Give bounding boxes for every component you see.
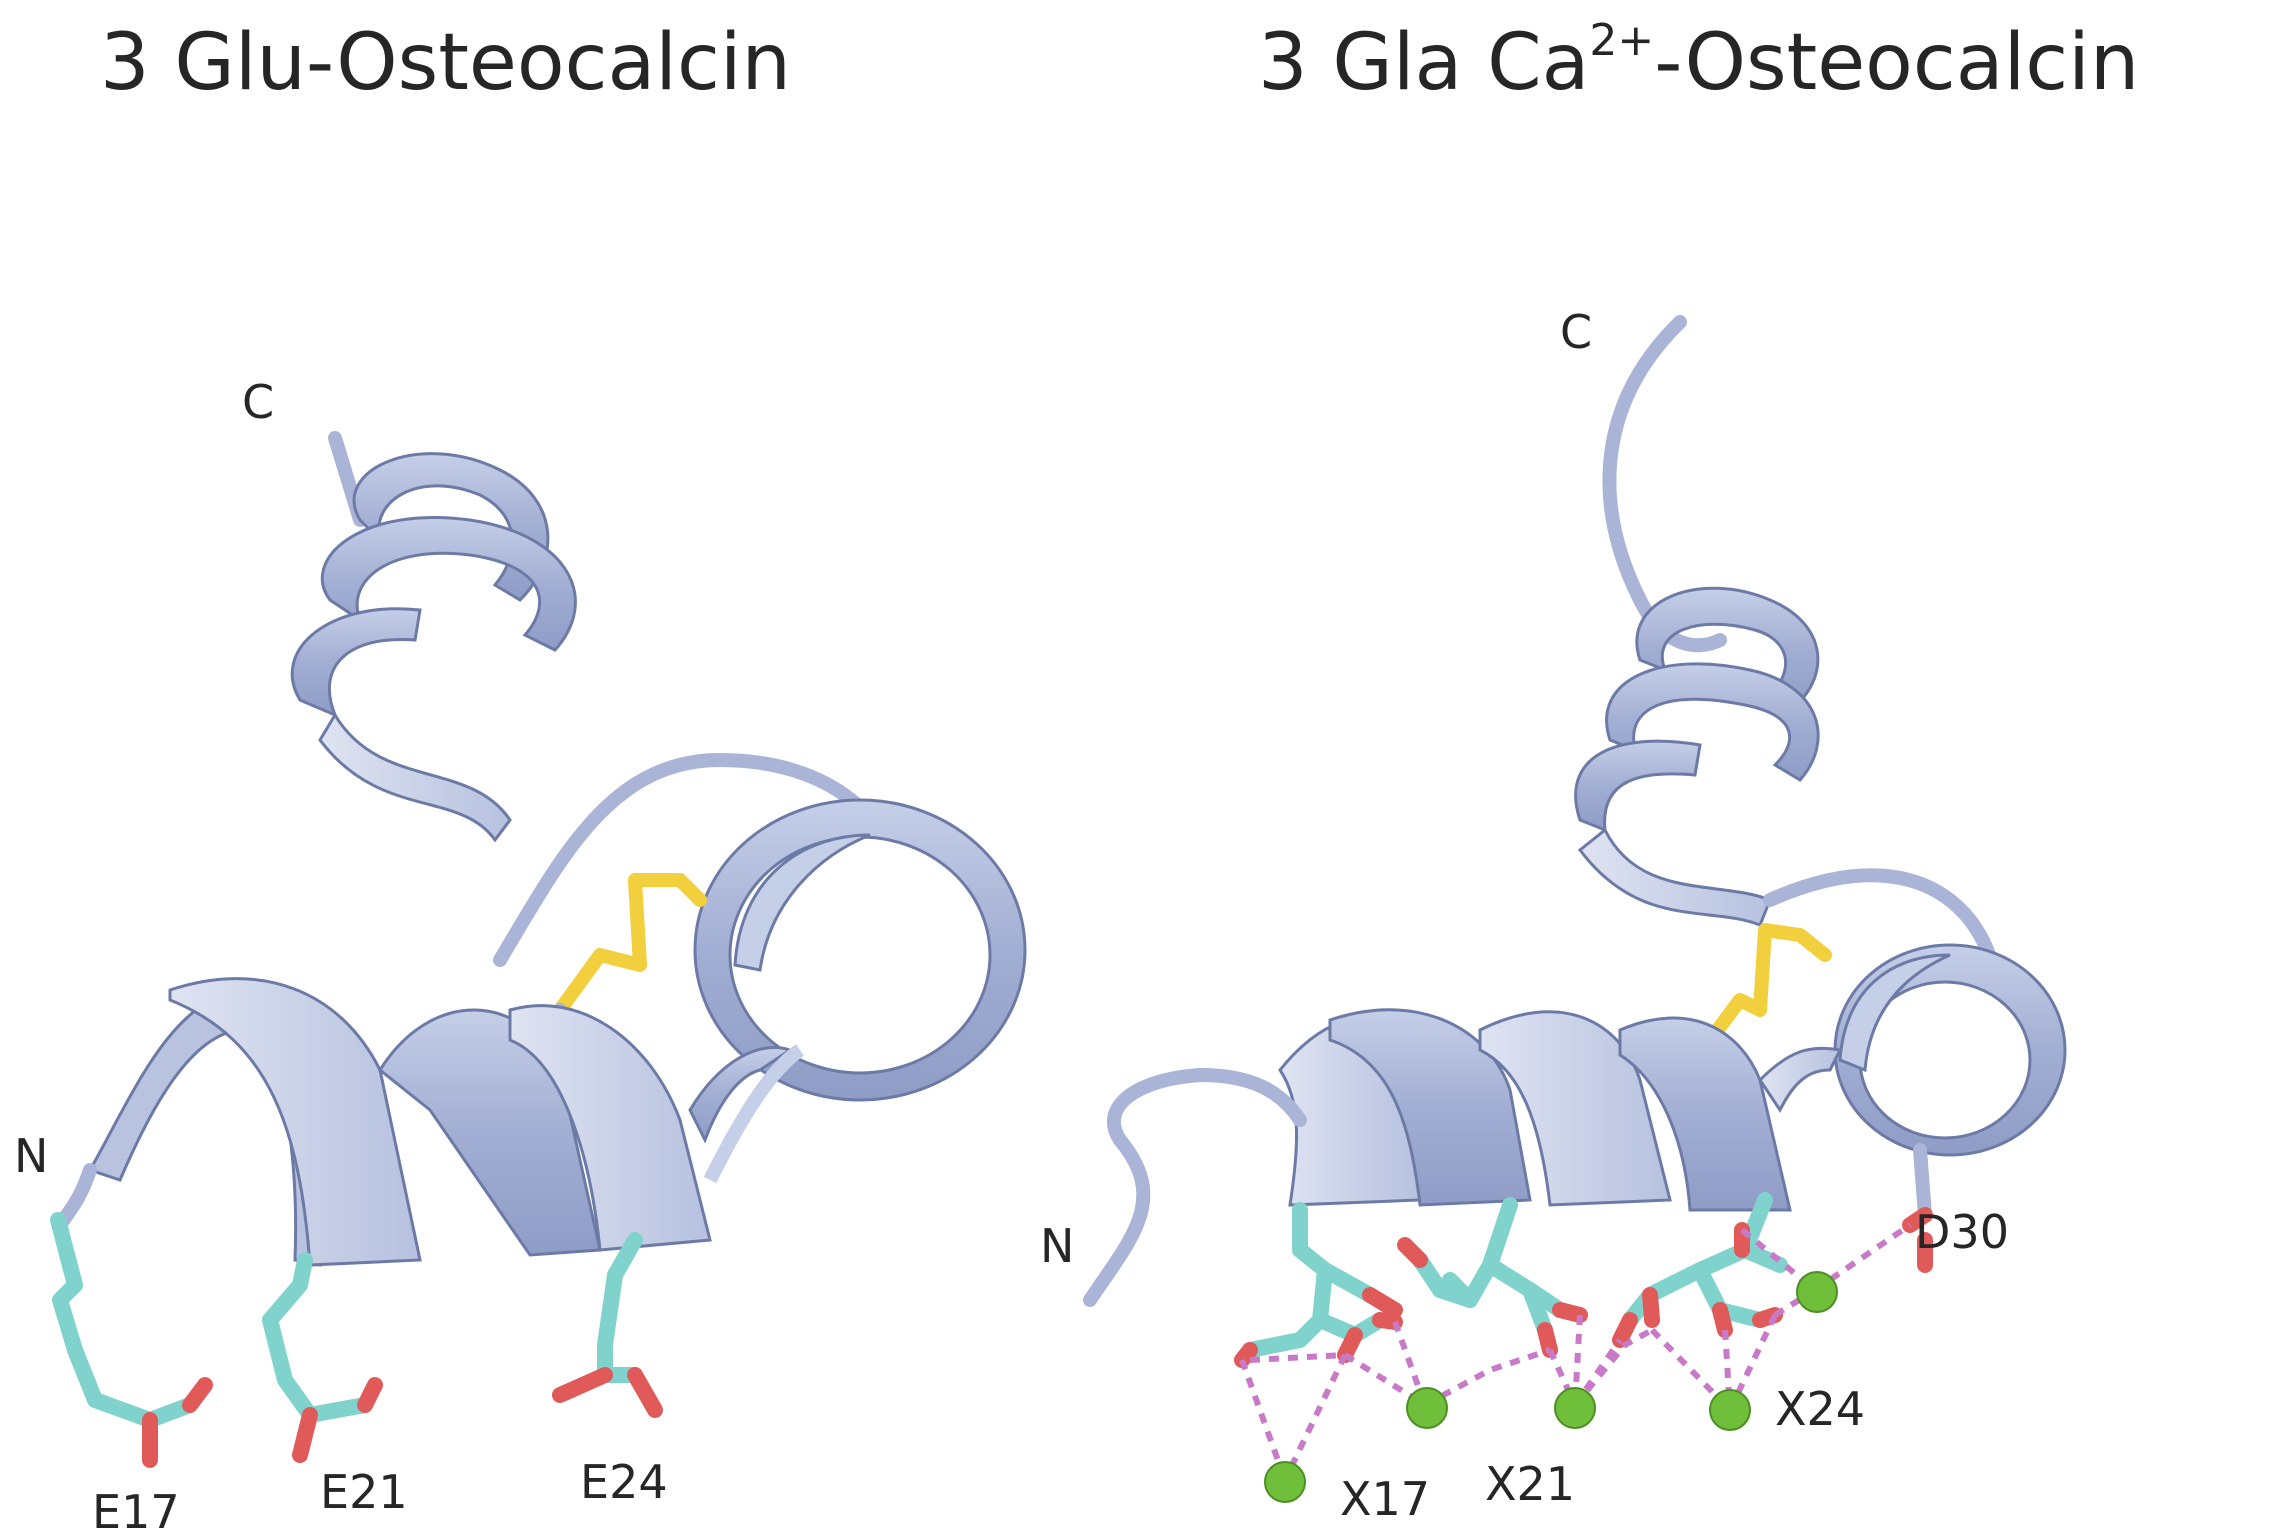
left-n-terminus-label: N <box>14 1129 48 1183</box>
title-right-superscript: 2+ <box>1589 15 1655 66</box>
right-c-tail <box>1602 315 1727 653</box>
left-structure: C N E17 E21 E24 <box>14 375 1027 1539</box>
calcium-ion <box>1264 1461 1306 1503</box>
label-x24: X24 <box>1775 1382 1865 1436</box>
right-small-helix <box>1833 943 2067 1157</box>
right-disulfide <box>1703 923 1832 1047</box>
left-sidechain-e24 <box>552 1232 663 1418</box>
calcium-ion <box>1406 1387 1448 1429</box>
label-x21: X21 <box>1485 1457 1575 1511</box>
title-gla-ca-osteocalcin: 3 Gla Ca2+-Osteocalcin <box>1258 15 2140 108</box>
left-sidechain-e17 <box>50 1212 213 1468</box>
right-sidechain-x21 <box>1412 1197 1568 1338</box>
right-upper-helix <box>1574 586 1820 927</box>
left-disulfide <box>553 873 707 1017</box>
right-oxygens <box>1234 1207 1933 1368</box>
right-coordination-bonds <box>1239 1222 1912 1482</box>
left-c-terminus-label: C <box>242 375 274 429</box>
left-upper-helix <box>290 452 577 843</box>
right-main-helix <box>1278 1008 1843 1212</box>
label-d30: D30 <box>1915 1205 2009 1259</box>
left-right-helix <box>693 798 1027 1102</box>
label-e21: E21 <box>320 1465 408 1519</box>
right-n-tail <box>1083 1067 1307 1307</box>
calcium-ion <box>1796 1271 1838 1313</box>
label-e24: E24 <box>580 1455 668 1509</box>
right-n-terminus-label: N <box>1040 1219 1074 1273</box>
right-calcium-ions <box>1264 1271 1838 1503</box>
calcium-ion <box>1554 1387 1596 1429</box>
right-sidechain-x17 <box>1242 1202 1388 1358</box>
title-glu-osteocalcin: 3 Glu-Osteocalcin <box>100 18 791 108</box>
left-helix-tail <box>703 1044 805 1184</box>
label-x17: X17 <box>1340 1472 1430 1526</box>
right-c-terminus-label: C <box>1560 305 1592 359</box>
left-main-helix <box>87 977 794 1267</box>
label-e17: E17 <box>92 1485 180 1539</box>
left-sidechain-e21 <box>262 1252 383 1463</box>
right-d30-stalk <box>1913 1143 1932 1222</box>
right-structure: C N X17 X21 X24 D30 <box>1040 305 2067 1526</box>
calcium-ion <box>1709 1389 1751 1431</box>
title-right-suffix: -Osteocalcin <box>1654 18 2140 108</box>
title-right-prefix: 3 Gla Ca <box>1258 18 1590 108</box>
